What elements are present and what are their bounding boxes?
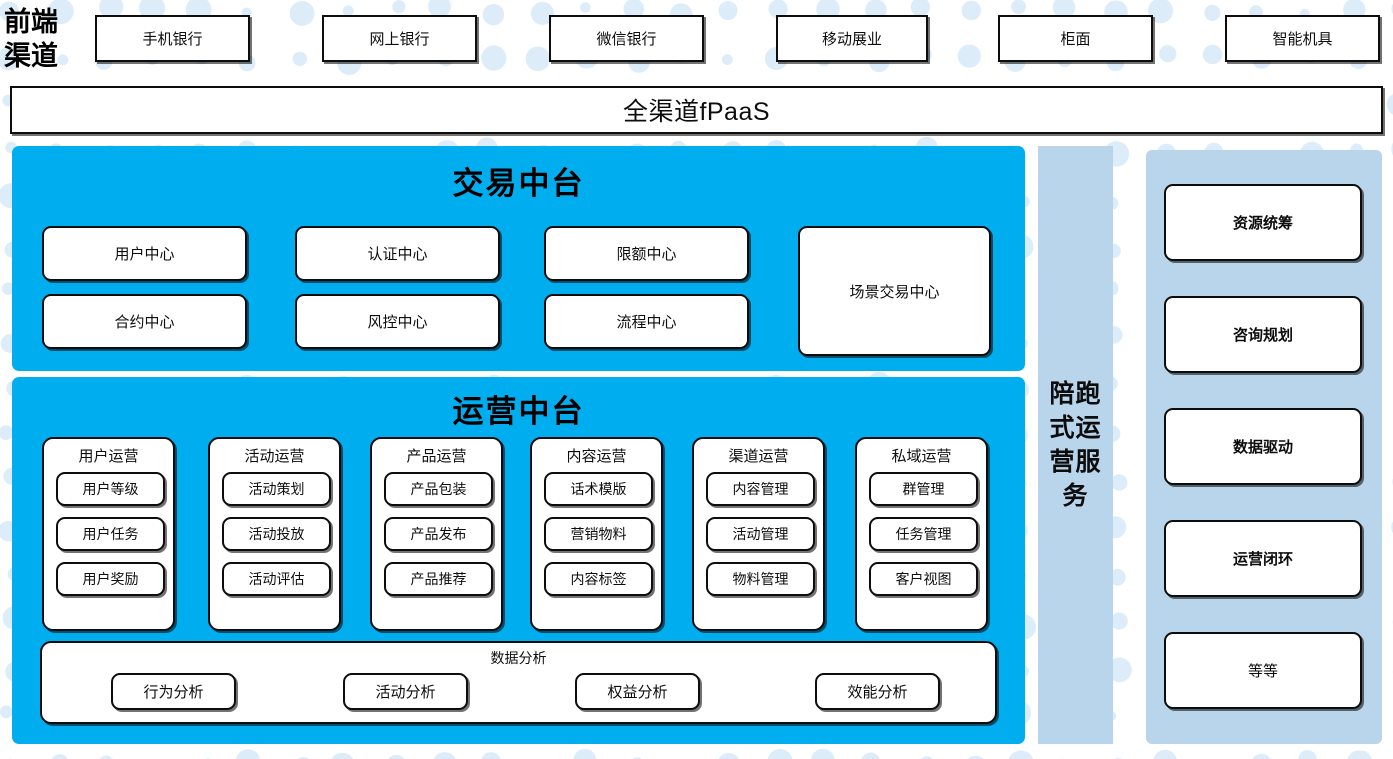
ops-group-3: 产品运营产品包装产品发布产品推荐 — [370, 437, 503, 631]
analysis-item-3[interactable]: 权益分析 — [575, 673, 700, 710]
ops-group-title-5: 渠道运营 — [728, 448, 789, 465]
ops-group-6: 私域运营群管理任务管理客户视图 — [855, 437, 988, 631]
ops-item-4-3[interactable]: 内容标签 — [544, 562, 653, 596]
service-box-5[interactable]: 等等 — [1164, 632, 1362, 709]
service-box-4[interactable]: 运营闭环 — [1164, 520, 1362, 597]
trade-center-box-7[interactable]: 流程中心 — [544, 294, 749, 349]
ops-group-2: 活动运营活动策划活动投放活动评估 — [208, 437, 341, 631]
channel-box-6[interactable]: 智能机具 — [1225, 15, 1380, 62]
ops-item-3-1[interactable]: 产品包装 — [384, 472, 493, 506]
accompany-service-label: 陪跑式运营服务 — [1049, 380, 1102, 510]
trade-center-box-5[interactable]: 合约中心 — [42, 294, 247, 349]
service-capability-panel: 资源统筹咨询规划数据驱动运营闭环等等 — [1146, 150, 1382, 744]
ops-group-title-2: 活动运营 — [244, 448, 305, 465]
ops-item-2-2[interactable]: 活动投放 — [222, 517, 331, 551]
ops-group-title-6: 私域运营 — [891, 448, 952, 465]
ops-item-1-1[interactable]: 用户等级 — [56, 472, 165, 506]
trade-center-box-2[interactable]: 认证中心 — [295, 226, 500, 281]
channel-box-3[interactable]: 微信银行 — [549, 15, 704, 62]
analysis-item-2[interactable]: 活动分析 — [343, 673, 468, 710]
accompany-service-column: 陪跑式运营服务 — [1038, 146, 1113, 744]
ops-group-1: 用户运营用户等级用户任务用户奖励 — [42, 437, 175, 631]
trade-center-panel: 交易中台 用户中心认证中心限额中心场景交易中心合约中心风控中心流程中心 — [12, 146, 1025, 371]
front-end-channel-label: 前端 渠道 — [4, 3, 80, 75]
trade-center-box-6[interactable]: 风控中心 — [295, 294, 500, 349]
service-box-2[interactable]: 咨询规划 — [1164, 296, 1362, 373]
analysis-item-4[interactable]: 效能分析 — [815, 673, 940, 710]
ops-item-2-1[interactable]: 活动策划 — [222, 472, 331, 506]
channel-box-4[interactable]: 移动展业 — [776, 15, 928, 62]
channel-box-1[interactable]: 手机银行 — [95, 15, 250, 62]
omnichannel-fpaas-banner[interactable]: 全渠道fPaaS — [10, 86, 1383, 134]
channel-label-line1: 前端 — [4, 7, 58, 37]
ops-center-title: 运营中台 — [452, 394, 585, 429]
ops-group-5: 渠道运营内容管理活动管理物料管理 — [692, 437, 825, 631]
ops-item-3-2[interactable]: 产品发布 — [384, 517, 493, 551]
data-analysis-group: 数据分析 行为分析 活动分析 权益分析 效能分析 — [40, 641, 997, 724]
ops-item-2-3[interactable]: 活动评估 — [222, 562, 331, 596]
data-analysis-title: 数据分析 — [490, 650, 547, 666]
ops-item-4-1[interactable]: 话术模版 — [544, 472, 653, 506]
ops-item-3-3[interactable]: 产品推荐 — [384, 562, 493, 596]
ops-group-4: 内容运营话术模版营销物料内容标签 — [530, 437, 663, 631]
ops-item-6-2[interactable]: 任务管理 — [869, 517, 978, 551]
ops-item-1-2[interactable]: 用户任务 — [56, 517, 165, 551]
channel-box-5[interactable]: 柜面 — [998, 15, 1153, 62]
trade-center-box-1[interactable]: 用户中心 — [42, 226, 247, 281]
service-box-3[interactable]: 数据驱动 — [1164, 408, 1362, 485]
ops-group-title-3: 产品运营 — [406, 448, 467, 465]
ops-item-5-1[interactable]: 内容管理 — [706, 472, 815, 506]
service-box-1[interactable]: 资源统筹 — [1164, 184, 1362, 261]
trade-center-title: 交易中台 — [452, 166, 585, 201]
ops-group-title-1: 用户运营 — [78, 448, 139, 465]
ops-item-5-2[interactable]: 活动管理 — [706, 517, 815, 551]
ops-item-6-3[interactable]: 客户视图 — [869, 562, 978, 596]
ops-item-5-3[interactable]: 物料管理 — [706, 562, 815, 596]
trade-center-box-3[interactable]: 限额中心 — [544, 226, 749, 281]
ops-item-1-3[interactable]: 用户奖励 — [56, 562, 165, 596]
ops-item-6-1[interactable]: 群管理 — [869, 472, 978, 506]
ops-group-title-4: 内容运营 — [566, 448, 627, 465]
channel-label-line2: 渠道 — [4, 41, 58, 71]
front-end-channel-row: 前端 渠道 手机银行 网上银行 微信银行 移动展业 柜面 智能机具 — [0, 0, 1393, 80]
analysis-item-1[interactable]: 行为分析 — [111, 673, 236, 710]
trade-center-box-4[interactable]: 场景交易中心 — [798, 226, 991, 356]
channel-box-2[interactable]: 网上银行 — [322, 15, 477, 62]
ops-item-4-2[interactable]: 营销物料 — [544, 517, 653, 551]
